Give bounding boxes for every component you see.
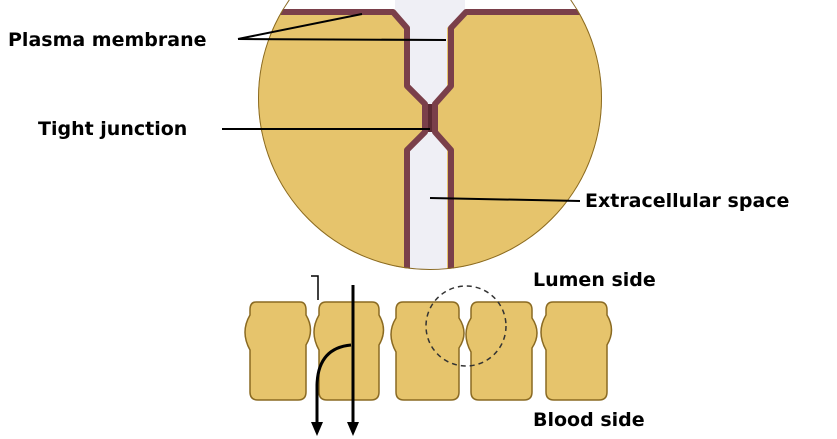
bracket-marker: [311, 276, 318, 300]
epithelial-cell-4: [466, 302, 537, 400]
transcellular-arrowhead: [347, 422, 359, 436]
label-extracellular-space: Extracellular space: [585, 190, 789, 212]
epithelial-cell-5: [541, 302, 612, 400]
label-blood-side: Blood side: [533, 409, 645, 431]
leader-plasma-membrane-2: [238, 39, 446, 40]
epithelial-cell-3: [391, 302, 464, 400]
epithelial-cell-row: [245, 302, 612, 400]
arrowheads: [311, 422, 359, 436]
label-tight-junction: Tight junction: [38, 118, 187, 140]
label-plasma-membrane: Plasma membrane: [8, 29, 207, 51]
label-lumen-side: Lumen side: [533, 269, 656, 291]
left-cell: [250, 0, 428, 290]
epithelial-cell-2: [314, 302, 384, 400]
right-cell: [432, 0, 620, 290]
paracellular-arrowhead: [311, 422, 323, 436]
junction-closeup: [250, 0, 620, 290]
epithelial-cell-1: [245, 302, 311, 400]
